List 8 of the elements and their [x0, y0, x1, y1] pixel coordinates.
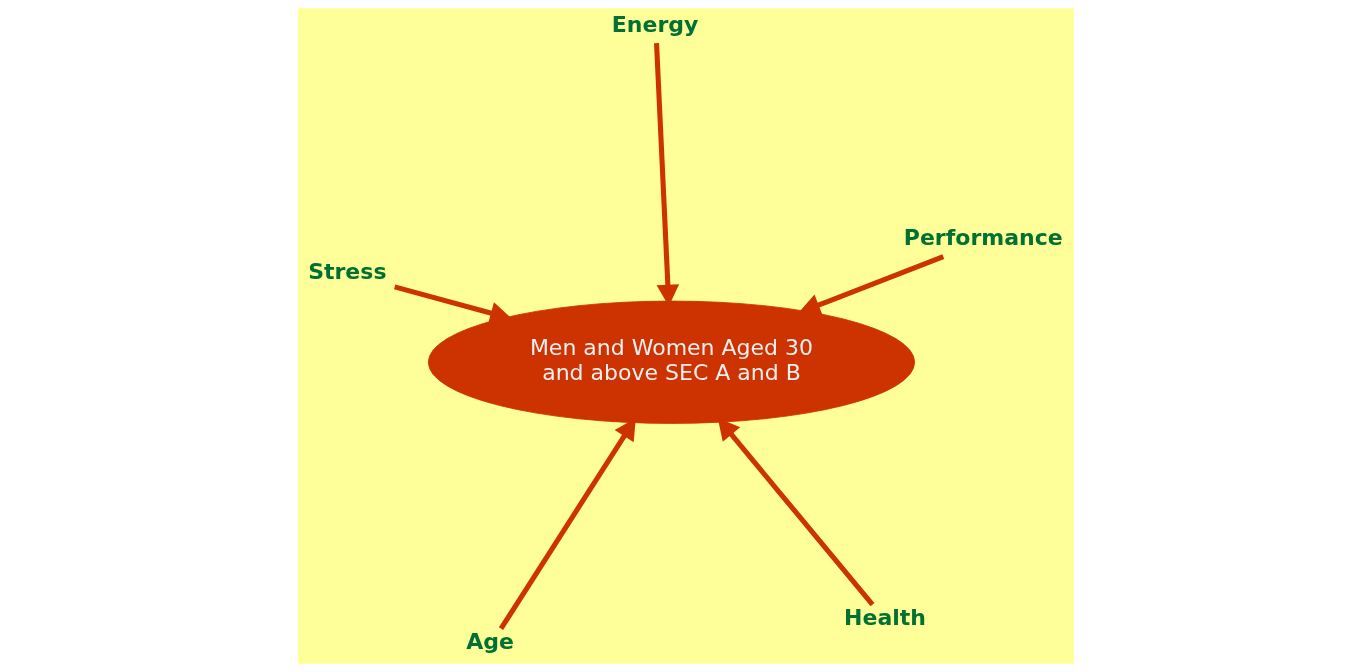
node-text: Health: [843, 604, 926, 630]
node-text: Energy: [611, 11, 698, 37]
arrow: [717, 418, 874, 607]
node-text: Stress: [307, 258, 386, 284]
node-text: Age: [465, 629, 514, 655]
node-text: Performance: [903, 225, 1063, 251]
arrow: [798, 254, 944, 316]
arrow: [393, 284, 512, 324]
